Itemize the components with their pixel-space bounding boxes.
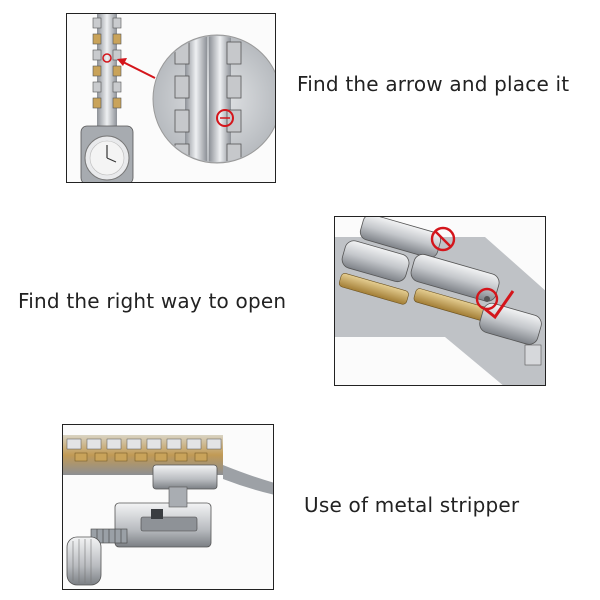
step-1-caption: Find the arrow and place it [297,72,570,96]
link-remover-tool-illustration [63,435,273,586]
arrow-marker-icon [102,53,112,63]
step-3-photo [62,424,274,590]
no-entry-icon [430,226,456,252]
check-mark-icon [475,287,515,320]
watch-link-direction-illustration [335,217,545,385]
step-2-photo [334,216,546,386]
zoom-detail [152,34,275,164]
watch-band-arrow-illustration [80,14,275,182]
watch-band-links [335,217,545,385]
step-1-photo [66,13,276,183]
watch-band [80,14,134,182]
pointer-arrow-icon [117,58,156,79]
step-2-caption: Find the right way to open [18,289,287,313]
metal-stripper-tool [66,464,218,586]
step-3-caption: Use of metal stripper [304,493,520,517]
